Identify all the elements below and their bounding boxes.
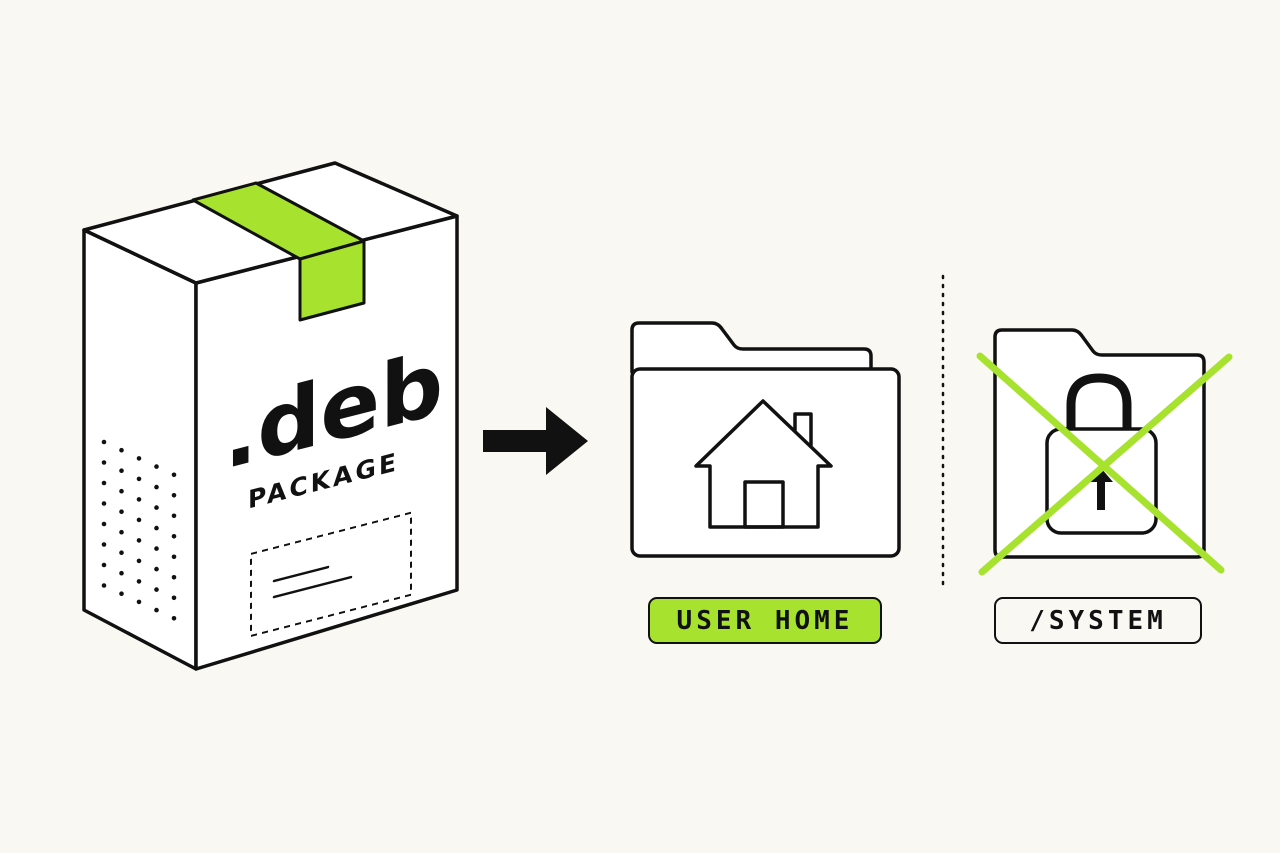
padlock-icon <box>1045 373 1158 535</box>
arrow-icon <box>483 407 588 475</box>
deb-package-box: .deb PACKAGE <box>82 161 459 671</box>
package-label-line-2 <box>272 575 353 599</box>
home-folder-front <box>630 367 901 558</box>
package-label-line-1 <box>272 565 330 583</box>
box-tape-front <box>298 239 366 322</box>
user-home-label: USER HOME <box>648 597 882 644</box>
box-side-dots <box>101 439 177 621</box>
home-folder-back <box>630 321 873 374</box>
system-label: /SYSTEM <box>994 597 1202 644</box>
package-label-area <box>250 511 412 638</box>
house-icon <box>694 399 833 529</box>
locked-folder-icon <box>976 328 1233 576</box>
blocked-cross-icon <box>976 352 1233 576</box>
home-folder-icon <box>630 321 901 558</box>
